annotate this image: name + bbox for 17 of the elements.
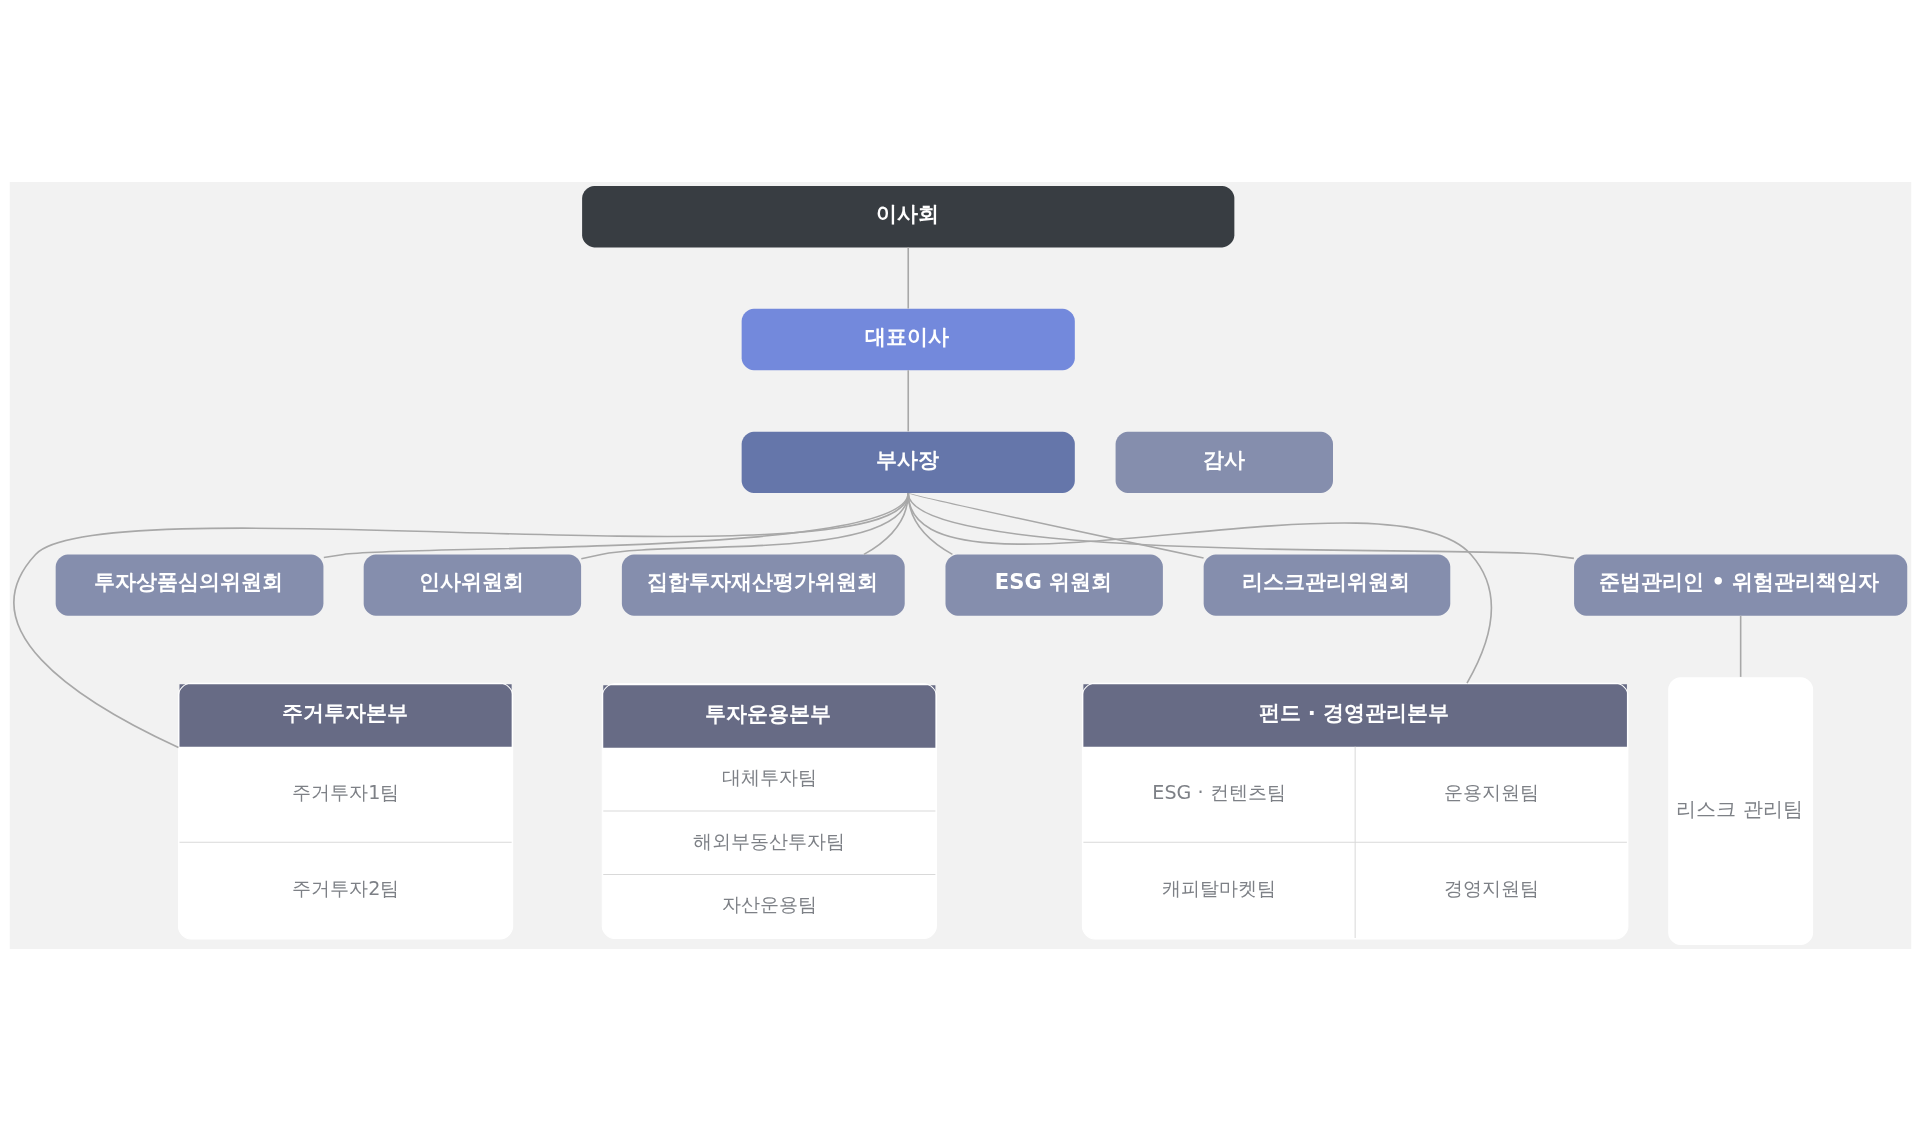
node-box: 준법관리인 • 위험관리책임자: [1573, 553, 1907, 616]
connector: [906, 491, 1492, 684]
node-box: 이사회: [581, 185, 1234, 247]
connector: [906, 491, 1204, 559]
connector: [906, 368, 909, 432]
node-box: 리스크 관리팀: [1667, 676, 1813, 945]
node-box: ESG 위원회: [945, 553, 1163, 616]
node-box: 대표이사: [741, 308, 1075, 370]
node-box: 리스크관리위원회: [1203, 553, 1450, 616]
node-box: 인사위원회: [363, 553, 581, 616]
node-box: 집합투자재산평가위원회: [621, 553, 905, 616]
node-box: 투자상품심의위원회: [55, 553, 323, 616]
node-box: 부사장: [741, 431, 1075, 493]
connector: [1739, 614, 1741, 678]
connector: [906, 491, 1575, 559]
node-box: 감사: [1115, 431, 1333, 493]
connector: [906, 246, 909, 309]
